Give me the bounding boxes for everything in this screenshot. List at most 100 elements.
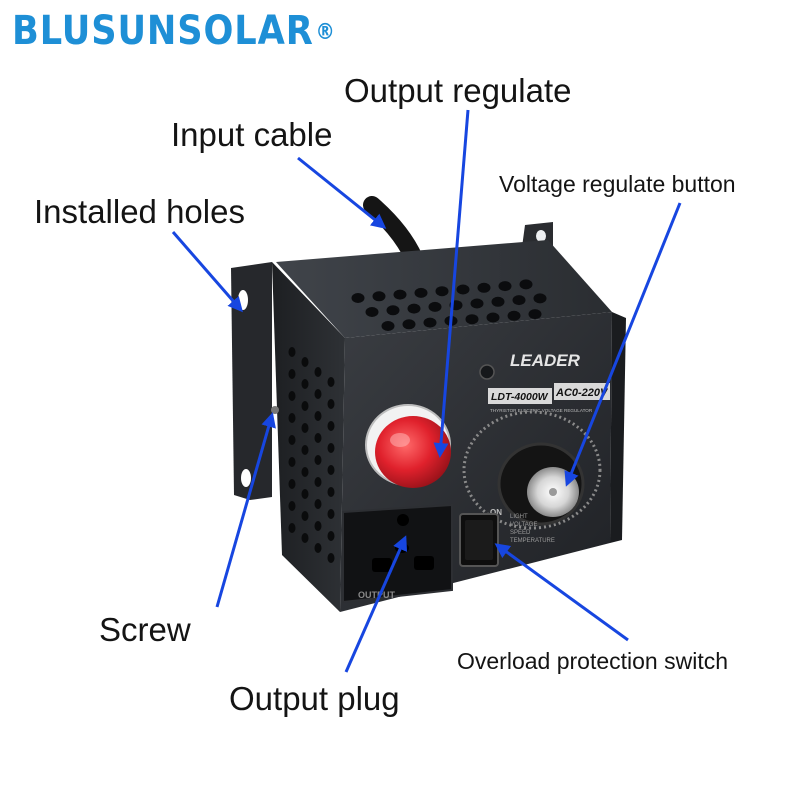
vent-hole — [402, 319, 416, 330]
vent-hole — [327, 465, 335, 475]
top-vent-holes — [351, 279, 547, 331]
callout-output-plug: Output plug — [229, 680, 400, 717]
vent-hole — [301, 489, 309, 499]
feature-light: LIGHT — [510, 514, 528, 520]
vent-hole — [351, 293, 365, 303]
arrow-voltage-regulate — [564, 202, 682, 487]
callout-overload-protection-switch: Overload protection switch — [457, 648, 729, 674]
vent-hole — [314, 367, 322, 377]
front-screw — [479, 364, 495, 380]
voltage-range-text: AC0-220V — [555, 387, 609, 399]
vent-hole — [372, 291, 386, 302]
vent-hole — [465, 314, 479, 325]
socket-right-pin — [414, 556, 434, 570]
feature-temperature: TEMPERATURE — [510, 538, 555, 544]
feature-voltage: VOLTAGE — [510, 522, 537, 528]
arrow-screw — [215, 412, 276, 608]
brand-logo: BLUSUNSOLAR® — [12, 8, 336, 54]
brand-logo-text: BLUSUNSOLAR — [12, 8, 314, 54]
callout-installed-holes: Installed holes — [34, 193, 245, 230]
vent-hole — [498, 281, 512, 292]
callout-output-regulate: Output regulate — [344, 72, 572, 109]
vent-hole — [301, 357, 309, 367]
side-vent-holes — [288, 347, 335, 563]
mounting-bracket-left — [231, 262, 272, 500]
vent-hole — [414, 287, 428, 298]
vent-hole — [327, 531, 335, 541]
vent-hole — [381, 321, 395, 331]
vent-hole — [327, 553, 335, 563]
callout-input-cable: Input cable — [171, 116, 333, 153]
vent-hole — [327, 377, 335, 387]
vent-hole — [314, 543, 322, 553]
vent-hole — [435, 286, 449, 297]
vent-hole — [456, 284, 470, 295]
vent-hole — [314, 433, 322, 443]
vent-hole — [327, 399, 335, 409]
vent-hole — [327, 487, 335, 497]
vent-hole — [301, 379, 309, 389]
callout-screw: Screw — [99, 611, 191, 648]
vent-hole — [314, 411, 322, 421]
feature-speed: SPEED — [510, 530, 531, 536]
side-screw — [271, 406, 279, 414]
vent-hole — [512, 295, 526, 306]
vent-hole — [486, 312, 500, 323]
vent-hole — [301, 467, 309, 477]
dial-scale — [462, 410, 602, 530]
vent-hole — [288, 413, 296, 423]
vent-hole — [301, 533, 309, 543]
vent-hole — [288, 435, 296, 445]
vent-hole — [423, 317, 437, 328]
vent-hole — [327, 443, 335, 453]
vent-hole — [288, 523, 296, 533]
vent-hole — [314, 499, 322, 509]
voltage-badge — [554, 383, 610, 400]
switch-rocker[interactable] — [465, 520, 493, 560]
switch-on-label: ON — [490, 508, 502, 517]
arrow-output-plug — [344, 535, 408, 673]
knob-center — [549, 488, 557, 496]
vent-hole — [519, 279, 533, 290]
socket-left-pin — [372, 558, 392, 572]
vent-hole — [288, 501, 296, 511]
vent-hole — [365, 307, 379, 317]
indicator-glare — [390, 433, 410, 447]
installed-hole-bottom — [241, 469, 251, 487]
callout-voltage-regulate-button: Voltage regulate button — [499, 171, 736, 197]
vent-hole — [301, 401, 309, 411]
bracket-hole-right — [536, 230, 546, 242]
vent-hole — [314, 455, 322, 465]
vent-hole — [507, 310, 521, 321]
vent-hole — [288, 369, 296, 379]
arrow-output-regulate — [433, 109, 470, 458]
vent-hole — [533, 293, 547, 304]
vent-hole — [288, 479, 296, 489]
brand-plate-text: LEADER — [510, 351, 581, 370]
vent-hole — [393, 289, 407, 300]
socket-ground-hole — [397, 514, 409, 526]
vent-hole — [407, 303, 421, 314]
vent-hole — [314, 389, 322, 399]
model-badge — [488, 388, 552, 404]
vent-hole — [301, 445, 309, 455]
red-indicator-lamp — [375, 416, 451, 488]
vent-hole — [301, 511, 309, 521]
arrow-installed-holes — [171, 231, 243, 313]
output-label: OUTPUT — [358, 590, 396, 600]
vent-hole — [288, 347, 296, 357]
vent-hole — [314, 521, 322, 531]
vent-hole — [428, 301, 442, 312]
vent-hole — [386, 305, 400, 316]
vent-hole — [528, 309, 542, 320]
vent-hole — [491, 296, 505, 307]
callout-arrows — [171, 109, 682, 673]
registered-mark: ® — [315, 20, 336, 45]
vent-hole — [327, 421, 335, 431]
vent-hole — [470, 298, 484, 309]
subtitle-text: THYRISTOR ELECTRIC VOLTAGE REGULATOR — [490, 408, 593, 413]
vent-hole — [301, 423, 309, 433]
arrow-input-cable — [297, 156, 387, 229]
vent-hole — [314, 477, 322, 487]
